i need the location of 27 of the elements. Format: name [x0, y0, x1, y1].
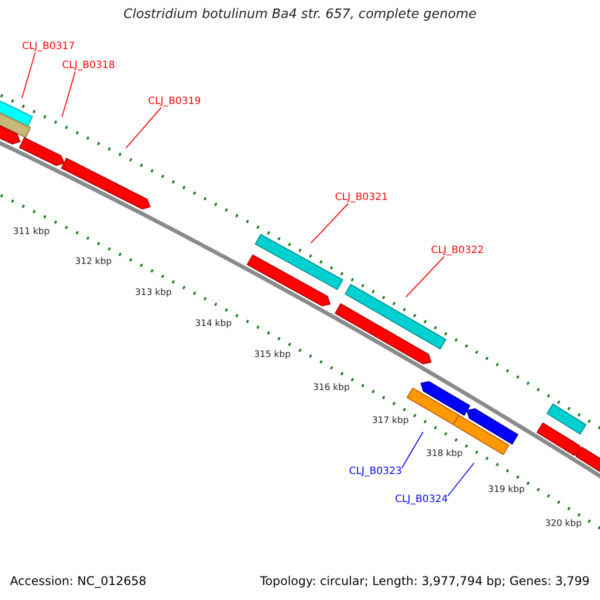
- scale-label: 316 kbp: [313, 383, 350, 394]
- scale-label: 318 kbp: [426, 449, 463, 460]
- scale-label: 317 kbp: [372, 416, 409, 426]
- scale-label: 311 kbp: [13, 227, 50, 238]
- scale-label: 314 kbp: [195, 319, 232, 330]
- leader-line: [22, 52, 36, 98]
- gene-label: CLJ_B0317: [22, 41, 75, 52]
- scale-label: 312 kbp: [75, 257, 112, 268]
- scale-label: 313 kbp: [135, 288, 172, 298]
- gene-label: CLJ_B0318: [62, 60, 115, 72]
- gene-label: CLJ_B0324: [395, 494, 448, 506]
- leader-line: [126, 107, 162, 148]
- gene-label: CLJ_B0323: [349, 466, 402, 478]
- leader-line: [310, 203, 349, 244]
- leader-line: [401, 432, 424, 468]
- footer-text: Accession: NC_012658: [10, 575, 146, 589]
- scale-label: 315 kbp: [254, 350, 291, 360]
- leader-line: [447, 462, 474, 496]
- gene-label: CLJ_B0319: [148, 96, 201, 108]
- gene-label: CLJ_B0322: [431, 245, 484, 256]
- scale-label: 319 kbp: [488, 485, 525, 496]
- leader-line: [406, 256, 445, 298]
- scale-label: 320 kbp: [545, 519, 582, 530]
- footer-text: Topology: circular; Length: 3,977,794 bp; Genes: 3,799: [260, 575, 590, 589]
- gene-label: CLJ_B0321: [335, 192, 388, 204]
- leader-line: [62, 71, 76, 118]
- chart-title: Clostridium botulinum Ba4 str. 657, complete genome: [122, 8, 478, 23]
